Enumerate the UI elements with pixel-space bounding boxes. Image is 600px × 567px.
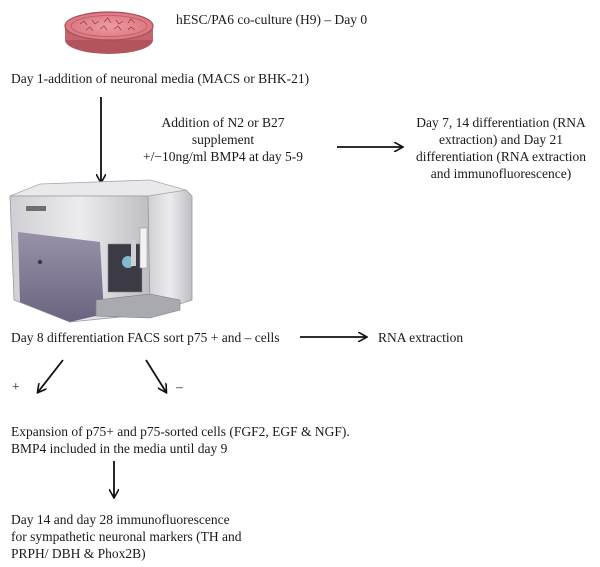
- step-expansion: Expansion of p75+ and p75-sorted cells (…: [11, 423, 350, 457]
- supplement-line2: supplement: [191, 132, 255, 147]
- final-line2: for sympathetic neuronal markers (TH and: [11, 529, 242, 544]
- step-facs-sort: Day 8 differentiation FACS sort p75 + an…: [11, 330, 280, 345]
- step-day7-differentiation: Day 7, 14 differentiation (RNA extractio…: [404, 114, 598, 182]
- label-minus: –: [176, 379, 183, 394]
- arrow-minus-branch: [145, 359, 166, 392]
- step-final-immunofluorescence: Day 14 and day 28 immunofluorescence for…: [11, 511, 242, 562]
- step-rna-extraction: RNA extraction: [378, 330, 464, 345]
- supplement-line3: +/−10ng/ml BMP4 at day 5-9: [143, 149, 303, 164]
- day7-line3: differentiation (RNA extraction: [416, 149, 586, 164]
- day7-line4: and immunofluorescence): [430, 166, 572, 181]
- day7-line1: Day 7, 14 differentiation (RNA: [416, 115, 586, 130]
- expansion-line1: Expansion of p75+ and p75-sorted cells (…: [11, 424, 350, 439]
- facs-sorter-icon: [9, 179, 193, 323]
- final-line3: PRPH/ DBH & Phox2B): [11, 546, 146, 561]
- supplement-line1: Addition of N2 or B27: [161, 115, 285, 130]
- step-day1-media: Day 1-addition of neuronal media (MACS o…: [11, 71, 310, 86]
- arrow-plus-branch: [38, 359, 64, 392]
- label-plus: +: [12, 379, 20, 394]
- step-coculture: hESC/PA6 co-culture (H9) – Day 0: [176, 12, 368, 27]
- day7-line2: extraction) and Day 21: [438, 132, 564, 147]
- expansion-line2: BMP4 included in the media until day 9: [11, 441, 228, 456]
- step-supplement: Addition of N2 or B27 supplement +/−10ng…: [118, 114, 328, 165]
- petri-dish-icon: [64, 11, 154, 54]
- final-line1: Day 14 and day 28 immunofluorescence: [11, 512, 230, 527]
